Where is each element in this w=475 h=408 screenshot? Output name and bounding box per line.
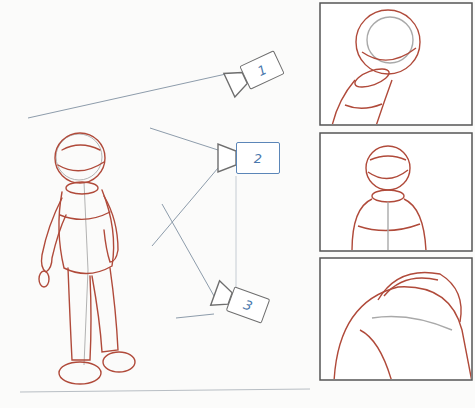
chest-band (60, 212, 110, 219)
collar (66, 182, 98, 194)
helmet-detail (384, 278, 438, 296)
helmet (356, 10, 420, 74)
head-guide (56, 134, 102, 180)
collar (372, 190, 404, 202)
camera-number: 3 (242, 297, 254, 312)
panel-frame (320, 133, 472, 251)
arm (104, 196, 118, 262)
panel-shot (352, 146, 426, 250)
storyboard-panels (320, 3, 472, 382)
sight-line (162, 204, 214, 296)
character-figure (39, 133, 135, 384)
torso (376, 80, 392, 124)
body-guide (387, 202, 388, 250)
back (334, 287, 471, 379)
sight-line (28, 74, 226, 118)
panel-shot (334, 272, 471, 379)
camera-lenses (211, 66, 251, 310)
helmet-guide (367, 17, 413, 63)
helmet-detail (370, 156, 406, 160)
chest-band (345, 104, 382, 108)
shoulder (404, 199, 426, 250)
visor (362, 48, 416, 60)
torso (332, 80, 355, 124)
collar (353, 65, 392, 90)
camera-body: 2 (236, 142, 280, 174)
camera-lens (218, 144, 236, 172)
panel-frame (320, 258, 472, 380)
torso (59, 190, 114, 274)
shoulder (352, 199, 372, 250)
boot (59, 362, 101, 384)
visor (368, 170, 408, 179)
leg (68, 268, 91, 360)
leg (92, 268, 118, 352)
camera-body: 3 (226, 286, 271, 323)
ground-line (20, 389, 310, 392)
sight-line (150, 128, 218, 150)
sight-lines (28, 74, 236, 318)
visor (58, 162, 104, 171)
construction-lines (56, 134, 102, 365)
guide (372, 317, 452, 331)
boot (103, 352, 135, 372)
helmet (366, 146, 410, 190)
guide-line (236, 176, 237, 290)
panel-frame (320, 3, 472, 125)
sight-line (176, 314, 214, 318)
arm (360, 330, 392, 379)
camera-number: 2 (254, 152, 262, 165)
sight-line (152, 168, 218, 246)
arm (42, 198, 67, 272)
helmet-detail (62, 145, 100, 150)
helmet (55, 133, 105, 183)
camera-number: 1 (256, 62, 269, 77)
chest-band (358, 224, 420, 231)
panel-shot (332, 10, 420, 124)
helmet (378, 272, 461, 322)
hand (39, 271, 49, 287)
